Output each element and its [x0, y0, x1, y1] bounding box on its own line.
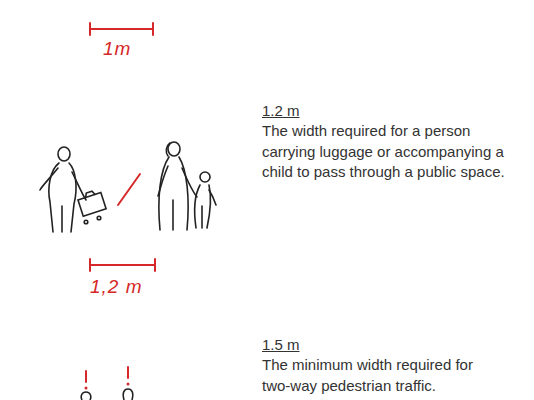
person-with-child: [158, 142, 216, 230]
width-description: The minimum width required for two-way p…: [262, 355, 494, 396]
separator-slash: [118, 174, 140, 205]
two-way-figures: [81, 367, 133, 400]
dimension-label: 1,2 m: [90, 276, 143, 298]
width-description: The width required for a person carrying…: [262, 121, 520, 183]
dimension-bar: [90, 23, 153, 35]
person-with-luggage: [40, 147, 106, 232]
width-heading: 1.5 m: [262, 336, 300, 354]
width-heading: 1.2 m: [262, 102, 300, 120]
dimension-bar: [90, 259, 155, 271]
dimension-label: 1m: [103, 38, 131, 60]
